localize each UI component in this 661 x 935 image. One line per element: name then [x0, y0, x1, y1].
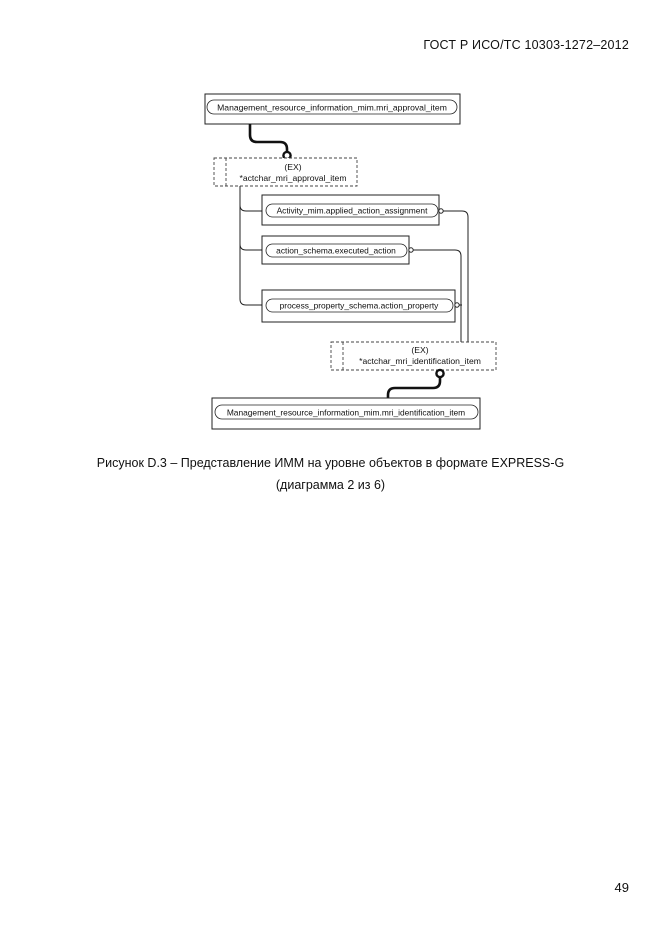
entity-executed-action: action_schema.executed_action	[261, 235, 410, 265]
figure-caption: Рисунок D.3 – Представление ИММ на уровн…	[96, 456, 565, 470]
ex-node-identification-name: *actchar_mri_identification_item	[359, 356, 481, 366]
page-number: 49	[614, 880, 629, 895]
entity-approval-item-label: Management_resource_information_mim.mri_…	[217, 103, 447, 113]
ex-node-identification: (EX) *actchar_mri_identification_item	[330, 341, 497, 371]
connector-approval	[248, 124, 289, 152]
ex-node-identification-tag: (EX)	[411, 345, 428, 355]
entity-applied-action-assignment-label: Activity_mim.applied_action_assignment	[277, 206, 428, 216]
entity-identification-item-label: Management_resource_information_mim.mri_…	[227, 408, 465, 418]
entity-action-property: process_property_schema.action_property	[261, 289, 456, 323]
entity-identification-item: Management_resource_information_mim.mri_…	[211, 397, 481, 430]
entity-approval-item: Management_resource_information_mim.mri_…	[204, 93, 461, 125]
figure-caption-subtitle: (диаграмма 2 из 6)	[275, 478, 386, 492]
ex-node-approval-tag: (EX)	[284, 162, 301, 172]
ex-node-approval-name: *actchar_mri_approval_item	[240, 173, 347, 183]
entity-applied-action-assignment: Activity_mim.applied_action_assignment	[261, 194, 440, 226]
document-header: ГОСТ Р ИСО/ТС 10303-1272–2012	[423, 38, 629, 52]
entity-action-property-label: process_property_schema.action_property	[280, 301, 440, 311]
connector-identification	[386, 377, 442, 398]
connector-identification-circle	[435, 368, 445, 379]
ex-node-approval: (EX) *actchar_mri_approval_item	[213, 157, 358, 187]
entity-executed-action-label: action_schema.executed_action	[276, 246, 396, 256]
